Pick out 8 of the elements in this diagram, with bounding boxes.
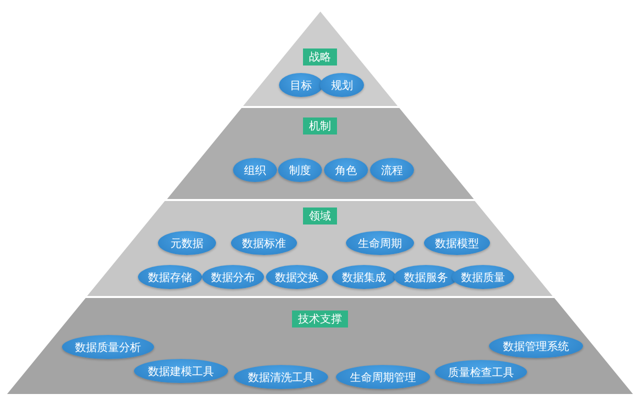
tier-label: 技术支撑 [292,310,348,328]
tier-label: 领域 [302,208,337,224]
tier-label: 战略 [302,48,337,66]
pyramid-tier [240,10,400,107]
pyramid-tier [5,297,635,395]
pyramid-tier [85,200,555,297]
tier-label: 机制 [302,118,337,134]
pyramid-tier [164,107,476,200]
